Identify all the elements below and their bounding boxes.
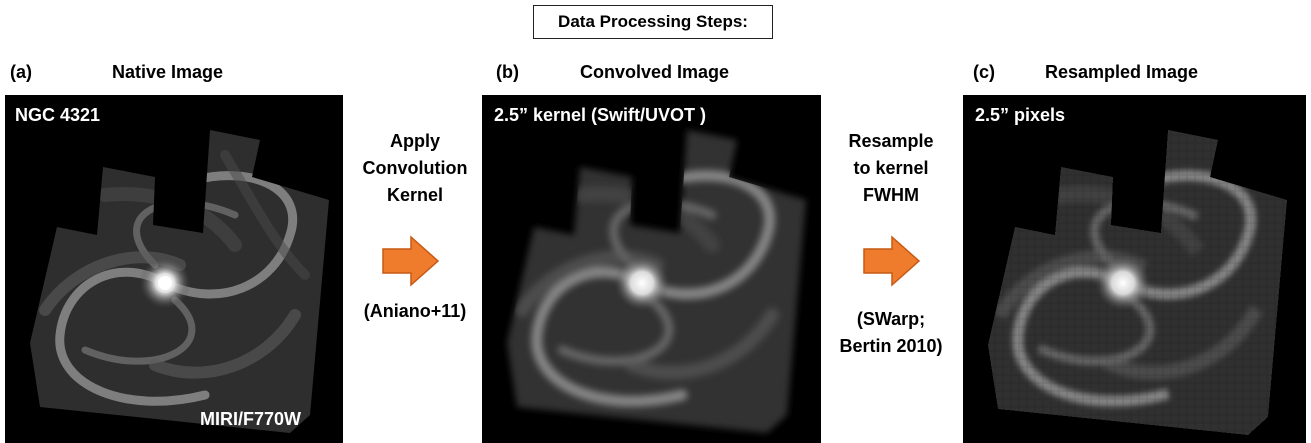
step-convolution-line-1: Apply [389,131,440,151]
right-arrow-icon [382,235,440,287]
step-resample-line-3: FWHM [863,185,919,205]
native-image-panel: NGC 4321 MIRI/F770W [5,95,343,443]
step-resample-note-line-1: (SWarp; [856,309,926,329]
panel-a-letter: (a) [10,62,32,82]
step-resample-text: Resample to kernel FWHM [824,128,958,209]
step-resample-line-1: Resample [848,131,934,151]
panel-c-letter: (c) [973,62,995,82]
step-resample-line-2: to kernel [853,158,929,178]
kernel-label: 2.5” kernel (Swift/UVOT ) [494,105,707,125]
filter-label: MIRI/F770W [200,409,302,429]
step-resample-note: (SWarp; Bertin 2010) [824,306,958,360]
diagram-title-text: Data Processing Steps: [558,12,748,31]
step-resample-note-line-2: Bertin 2010) [839,336,943,356]
step-convolution-text: Apply Convolution Kernel [348,128,482,209]
convolved-image-panel: 2.5” kernel (Swift/UVOT ) [482,95,821,443]
panel-b-letter: (b) [496,62,519,82]
panel-b-title: Convolved Image [580,62,730,82]
resampled-image-panel: 2.5” pixels [963,95,1306,443]
step-convolution-line-3: Kernel [386,185,444,205]
galaxy-resampled-image [988,130,1287,435]
pixel-size-label: 2.5” pixels [975,105,1066,125]
step-convolution-note: (Aniano+11) [363,301,467,321]
galaxy-convolved-image [507,130,806,433]
galaxy-native-image [30,130,329,433]
diagram-title: Data Processing Steps: [533,5,773,39]
panel-c-title: Resampled Image [1045,62,1199,82]
galaxy-name-label: NGC 4321 [15,105,101,125]
panel-a-title: Native Image [112,62,224,82]
right-arrow-icon [863,235,921,287]
step-convolution-line-2: Convolution [362,158,468,178]
